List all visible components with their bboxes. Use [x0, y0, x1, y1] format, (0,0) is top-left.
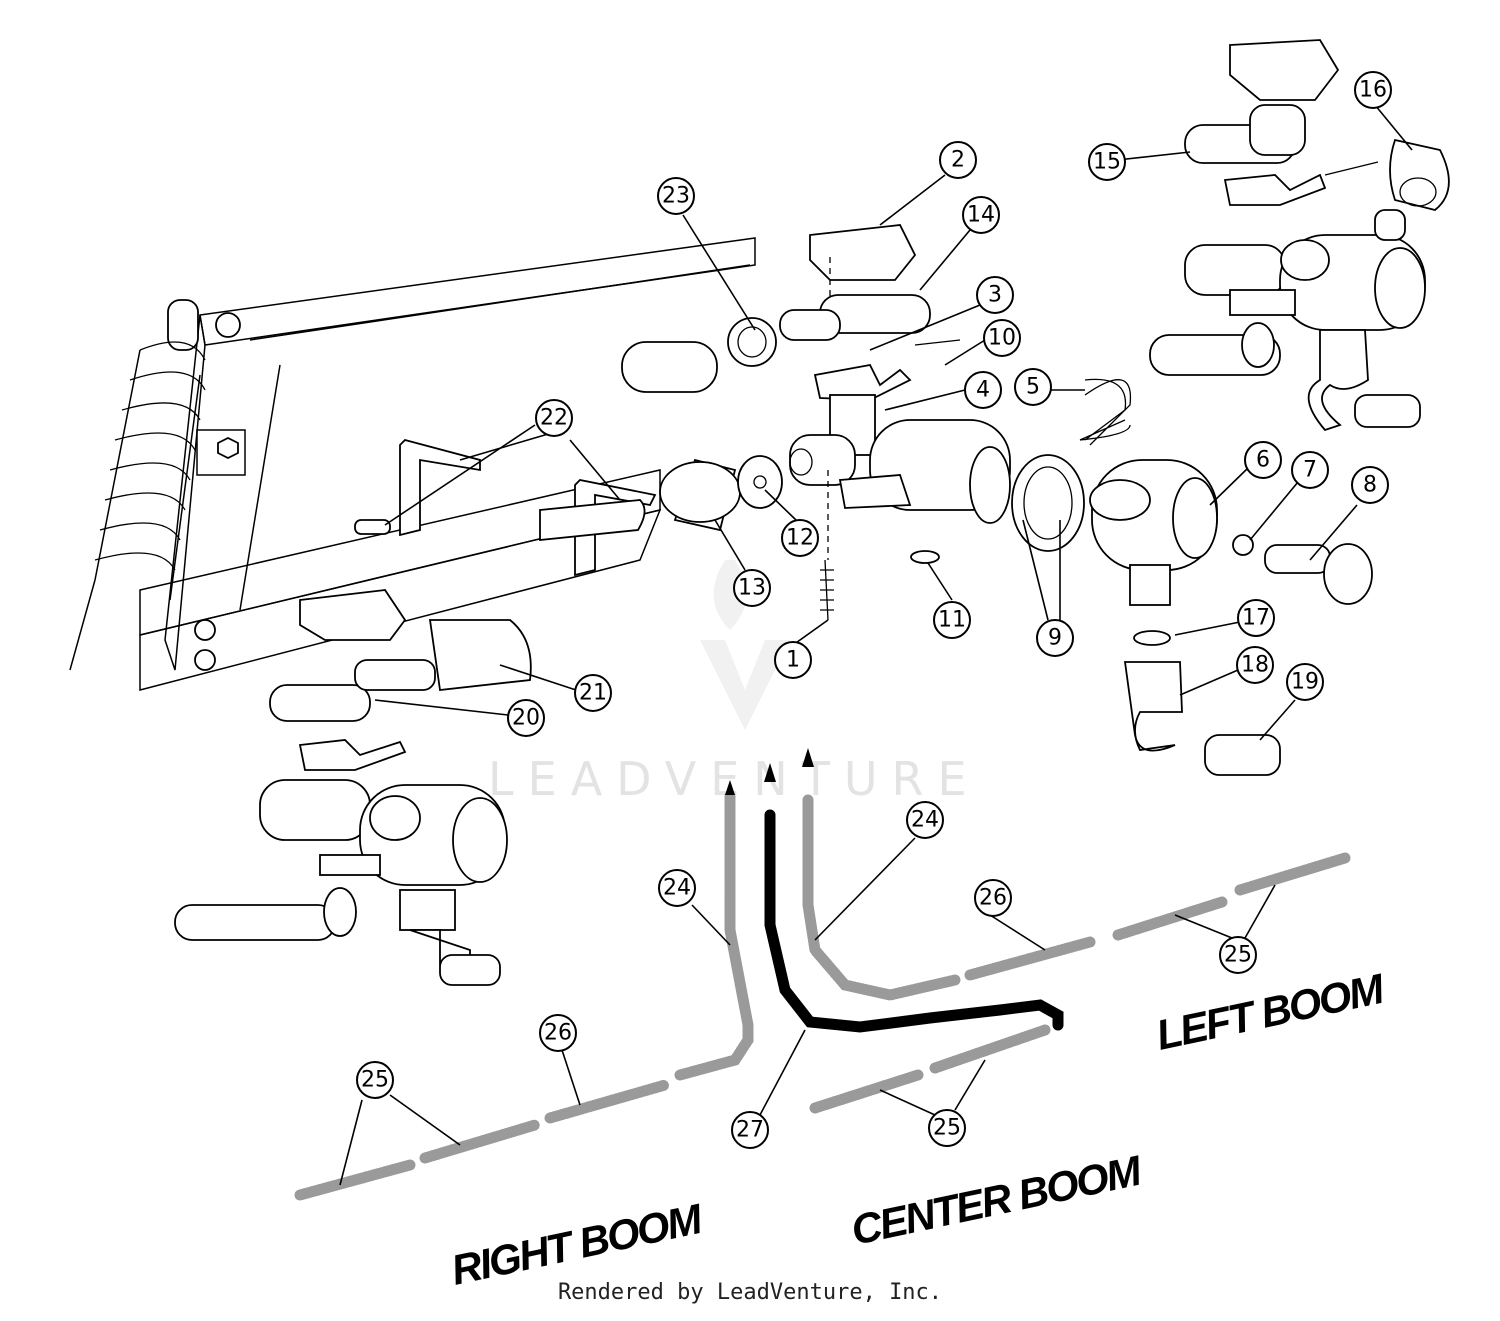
callout-2: 2	[939, 141, 977, 179]
callout-label: 13	[738, 576, 766, 601]
callout-8: 8	[1351, 466, 1389, 504]
boom-bracket-assembly	[354, 438, 657, 577]
callout-23: 23	[657, 177, 695, 215]
callout-label: 23	[662, 184, 690, 209]
boom-frame	[139, 237, 756, 691]
callout-label: 22	[540, 406, 568, 431]
callout-label: 8	[1363, 473, 1377, 498]
right-boom-label: RIGHT BOOM	[447, 1195, 707, 1294]
callout-label: 21	[579, 681, 607, 706]
callout-label: 15	[1093, 150, 1121, 175]
callout-label: 14	[967, 203, 995, 228]
callout-label: 12	[786, 526, 814, 551]
callout-7: 7	[1291, 451, 1329, 489]
callout-1: 1	[774, 641, 812, 679]
render-credit: Rendered by LeadVenture, Inc.	[557, 1280, 943, 1305]
callout-label: 3	[988, 283, 1002, 308]
callout-25-left: 25	[1219, 936, 1257, 974]
callout-label: 7	[1303, 458, 1317, 483]
leader-lines	[339, 104, 1413, 1186]
callout-3: 3	[976, 276, 1014, 314]
left-boom-label: LEFT BOOM	[1152, 965, 1389, 1059]
callout-24-left: 24	[906, 801, 944, 839]
callout-21: 21	[574, 674, 612, 712]
callout-label: 9	[1048, 626, 1062, 651]
callout-6: 6	[1244, 441, 1282, 479]
callout-13: 13	[733, 569, 771, 607]
callout-label: 5	[1026, 375, 1040, 400]
callout-label: 25	[933, 1116, 961, 1141]
callout-16: 16	[1354, 71, 1392, 109]
callout-19: 19	[1286, 663, 1324, 701]
callout-label: 24	[911, 808, 939, 833]
callout-label: 6	[1256, 448, 1270, 473]
callout-label: 2	[951, 148, 965, 173]
callout-label: 17	[1242, 606, 1270, 631]
callout-15: 15	[1088, 143, 1126, 181]
left-nozzle-body-assembly	[1149, 39, 1450, 432]
center-boom-label: CENTER BOOM	[847, 1146, 1146, 1254]
spring-cylinder	[69, 299, 206, 671]
callout-26-left: 26	[974, 879, 1012, 917]
callout-25-center: 25	[928, 1109, 966, 1147]
callout-18: 18	[1236, 646, 1274, 684]
callout-label: 24	[663, 876, 691, 901]
callout-24-right: 24	[658, 869, 696, 907]
callout-label: 18	[1241, 653, 1269, 678]
callout-label: 27	[736, 1118, 764, 1143]
callout-4: 4	[964, 371, 1002, 409]
right-nozzle-body-assembly	[174, 589, 532, 986]
callout-label: 11	[938, 608, 966, 633]
callout-label: 26	[979, 886, 1007, 911]
callout-20: 20	[507, 699, 545, 737]
callout-17: 17	[1237, 599, 1275, 637]
callout-5: 5	[1014, 368, 1052, 406]
callout-label: 19	[1291, 670, 1319, 695]
callout-label: 26	[544, 1021, 572, 1046]
callout-12: 12	[781, 519, 819, 557]
callout-label: 20	[512, 706, 540, 731]
callout-22: 22	[535, 399, 573, 437]
callout-14: 14	[962, 196, 1000, 234]
callout-label: 1	[786, 648, 800, 673]
callout-25-right: 25	[356, 1061, 394, 1099]
callout-label: 25	[361, 1068, 389, 1093]
boom-hoses	[294, 748, 1351, 1201]
callout-label: 25	[1224, 943, 1252, 968]
callout-9: 9	[1036, 619, 1074, 657]
retaining-clip	[1079, 379, 1132, 446]
callout-label: 16	[1359, 78, 1387, 103]
center-nozzle-body-assembly	[621, 224, 1373, 776]
callout-label: 10	[988, 326, 1016, 351]
callout-label: 4	[976, 378, 990, 403]
callout-10: 10	[983, 319, 1021, 357]
callout-27: 27	[731, 1111, 769, 1149]
callout-11: 11	[933, 601, 971, 639]
callout-26-right: 26	[539, 1014, 577, 1052]
